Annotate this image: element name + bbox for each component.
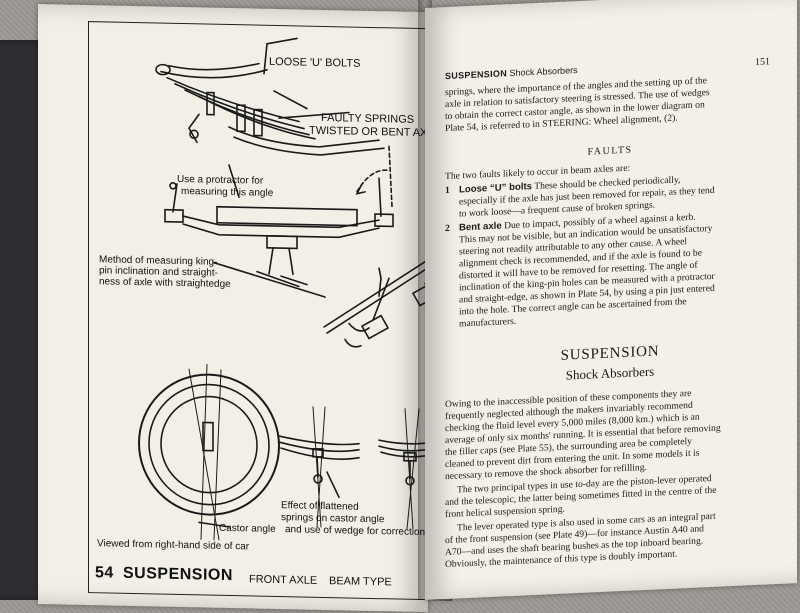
plate-frame: LOOSE 'U' BOLTS FAULTY SPRINGS TWISTED O… (88, 21, 452, 601)
left-page: LOOSE 'U' BOLTS FAULTY SPRINGS TWISTED O… (38, 4, 452, 613)
label-effect-line1: Effect of flattened (281, 500, 359, 513)
wheel-side-view (138, 364, 280, 541)
label-faulty-springs-line1: FAULTY SPRINGS (321, 111, 415, 126)
label-protractor-line1: Use a protractor for (177, 173, 264, 187)
running-head-section: SUSPENSION (445, 68, 508, 82)
fault-item-bent-axle: 2 Bent axle Due to impact, possibly of a… (445, 208, 767, 330)
label-protractor-line2: measuring this angle (181, 185, 274, 199)
label-effect-line2: springs on castor angle (281, 512, 385, 526)
label-castor-angle: Castor angle (219, 522, 276, 535)
fault-title: Bent axle (459, 220, 502, 234)
faults-heading: FAULTS (587, 144, 633, 158)
footer-type: BEAM TYPE (329, 575, 392, 589)
running-head-subsection: Shock Absorbers (509, 65, 578, 79)
fault-number: 2 (445, 222, 450, 235)
page-number: 151 (755, 56, 770, 69)
leaf-spring-diagram (155, 37, 385, 156)
footer-section: SUSPENSION (123, 564, 233, 585)
diagram-illustration (138, 37, 445, 541)
paragraph-1: Owing to the inaccessible position of th… (445, 384, 775, 483)
axle-protractor-diagram (164, 145, 394, 288)
footer-page-number: 54 (95, 564, 114, 582)
intro-text: springs, where the importance of the ang… (445, 75, 710, 135)
label-loose-u-bolts: LOOSE 'U' BOLTS (269, 55, 361, 70)
running-head: SUSPENSION Shock Absorbers (445, 65, 578, 81)
wedge-diagram-left (278, 406, 360, 528)
right-page: SUSPENSION Shock Absorbers 151 springs, … (425, 0, 797, 600)
fault-number: 1 (445, 184, 450, 197)
footer-part: FRONT AXLE (249, 573, 318, 587)
